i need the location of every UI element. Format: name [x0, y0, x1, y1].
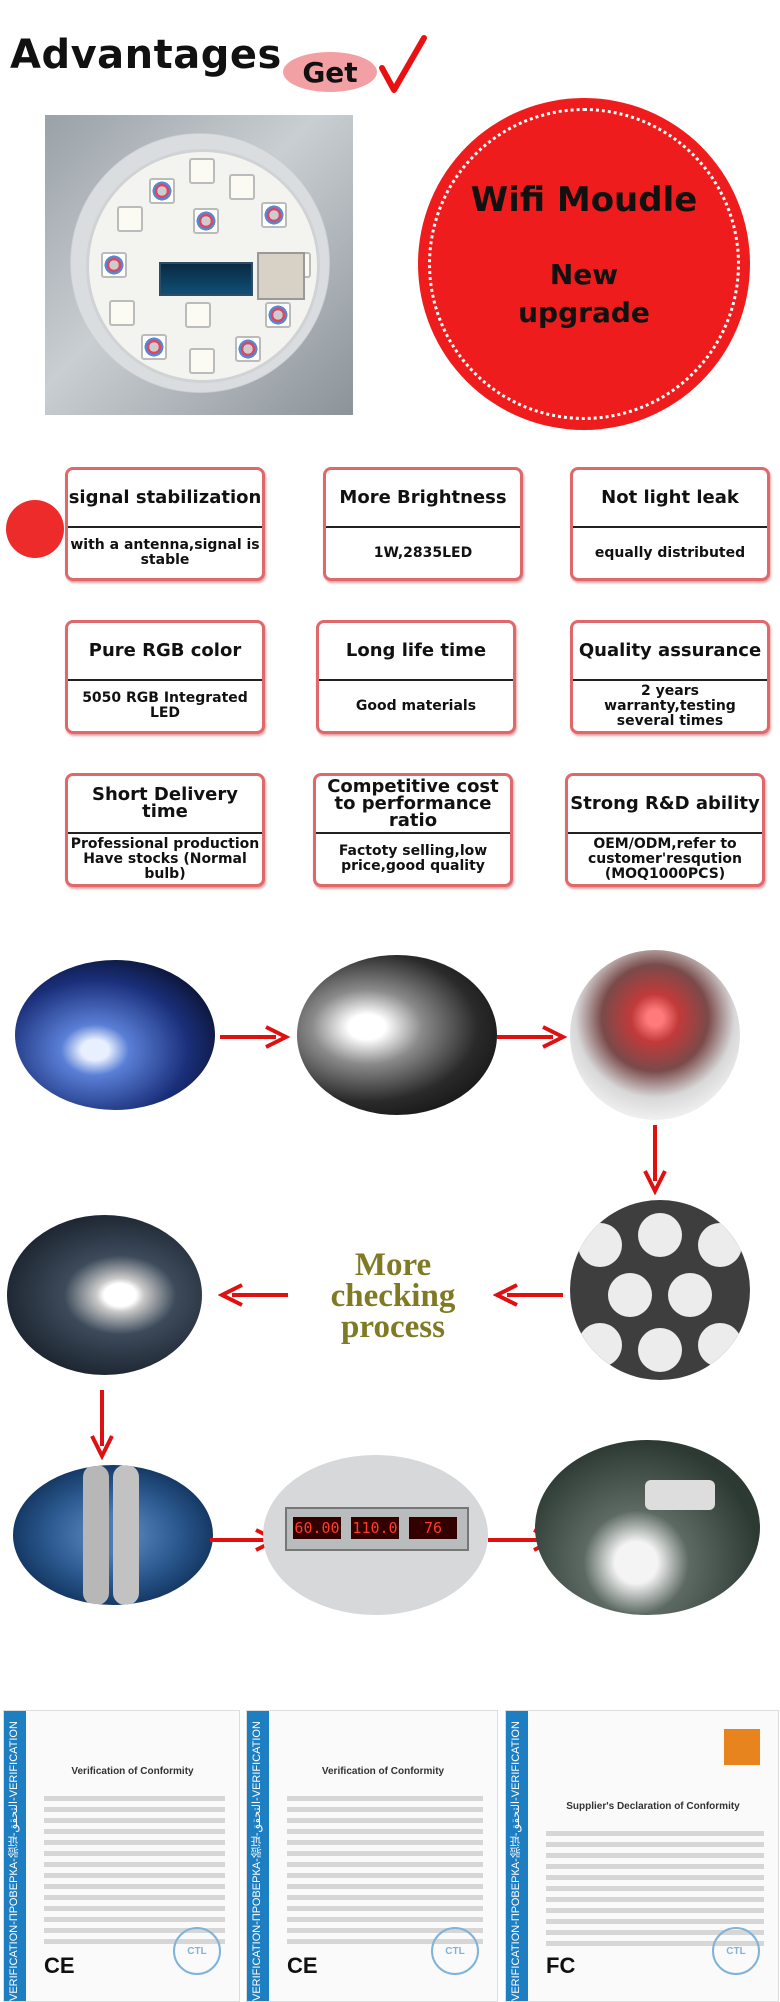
feature-title: Strong R&D ability [570, 792, 760, 814]
feature-title: Not light leak [601, 486, 739, 508]
wifi-module-label: Wifi Moudle [470, 180, 698, 220]
feature-desc: Factoty selling,low price,good quality [338, 843, 488, 874]
certificate-title: Supplier's Declaration of Conformity [566, 1801, 740, 1812]
arrow-right-icon [497, 1025, 567, 1049]
get-badge: Get [283, 52, 377, 92]
arrow-left-icon [493, 1283, 563, 1307]
feature-card-quality: Quality assurance 2 years warranty,testi… [570, 620, 770, 734]
feature-title: Competitive cost to performance ratio [327, 775, 499, 831]
ce-mark: CE [287, 1953, 318, 1978]
certificate-ce-1: VERIFICATION-ПРОВЕРКА-验证-التحقق-VERIFICA… [3, 1710, 240, 2002]
meter-reading: 76 [409, 1517, 457, 1539]
new-upgrade-label: New upgrade [518, 258, 650, 329]
arrow-left-icon [218, 1283, 288, 1307]
feature-desc: OEM/ODM,refer to customer'resqution (MOQ… [588, 835, 742, 882]
feature-desc: equally distributed [594, 544, 746, 561]
process-photo-bulb-test [535, 1440, 760, 1615]
ctl-seal-icon: CTL [712, 1927, 760, 1975]
ce-mark: CE [44, 1953, 75, 1978]
red-dot-marker [6, 500, 64, 558]
checkmark-icon [379, 35, 427, 93]
process-photo-led-array [570, 1200, 750, 1380]
fcc-mark: FC [546, 1953, 576, 1978]
ctl-seal-icon: CTL [173, 1927, 221, 1975]
feature-title: More Brightness [339, 486, 507, 508]
feature-desc: 2 years warranty,testing several times [604, 682, 736, 729]
page-title: Advantages [10, 32, 282, 78]
feature-desc: Good materials [355, 697, 477, 714]
arrow-down-icon [643, 1125, 667, 1195]
feature-desc: Professional production Have stocks (Nor… [70, 835, 260, 882]
logo-icon [724, 1729, 760, 1765]
arrow-down-icon [90, 1390, 114, 1460]
feature-desc: with a antenna,signal is stable [70, 537, 260, 568]
feature-card-rgb: Pure RGB color 5050 RGB Integrated LED [65, 620, 265, 734]
feature-card-signal: signal stabilization with a antenna,sign… [65, 467, 265, 581]
certificate-title: Verification of Conformity [71, 1766, 194, 1777]
wifi-chip [159, 262, 253, 296]
feature-card-brightness: More Brightness 1W,2835LED [323, 467, 523, 581]
meter-reading: 110.0 [351, 1517, 399, 1539]
feature-card-delivery: Short Delivery time Professional product… [65, 773, 265, 887]
process-photo-power-meter: 60.00 110.0 76 [263, 1455, 488, 1615]
product-photo [45, 115, 353, 415]
process-photo-pcb-test [15, 960, 215, 1110]
wifi-module-badge: Wifi Moudle New upgrade [418, 98, 750, 430]
certificate-title: Verification of Conformity [321, 1766, 445, 1777]
feature-card-rnd: Strong R&D ability OEM/ODM,refer to cust… [565, 773, 765, 887]
feature-title: Long life time [345, 639, 487, 661]
feature-card-light-leak: Not light leak equally distributed [570, 467, 770, 581]
feature-card-cost: Competitive cost to performance ratio Fa… [313, 773, 513, 887]
feature-desc: 5050 RGB Integrated LED [82, 690, 248, 721]
checking-process-title: More checking process [330, 1247, 456, 1345]
process-photo-aging-test [297, 955, 497, 1115]
certificate-ce-2: VERIFICATION-ПРОВЕРКА-验证-التحقق-VERIFICA… [246, 1710, 498, 2002]
feature-card-life-time: Long life time Good materials [316, 620, 516, 734]
ctl-seal-icon: CTL [431, 1927, 479, 1975]
process-photo-sphere-test [13, 1465, 213, 1605]
feature-title: Quality assurance [578, 639, 762, 661]
process-photo-rgb-test [570, 950, 740, 1120]
led-board [70, 133, 330, 393]
arrow-right-icon [220, 1025, 290, 1049]
feature-desc: 1W,2835LED [373, 544, 473, 561]
feature-title: Short Delivery time [92, 784, 238, 822]
process-photo-lumen-test [7, 1215, 202, 1375]
meter-reading: 60.00 [293, 1517, 341, 1539]
certificate-fcc: VERIFICATION-ПРОВЕРКА-验证-التحقق-VERIFICA… [505, 1710, 779, 2002]
feature-title: Pure RGB color [88, 639, 242, 661]
feature-title: signal stabilization [68, 486, 262, 508]
